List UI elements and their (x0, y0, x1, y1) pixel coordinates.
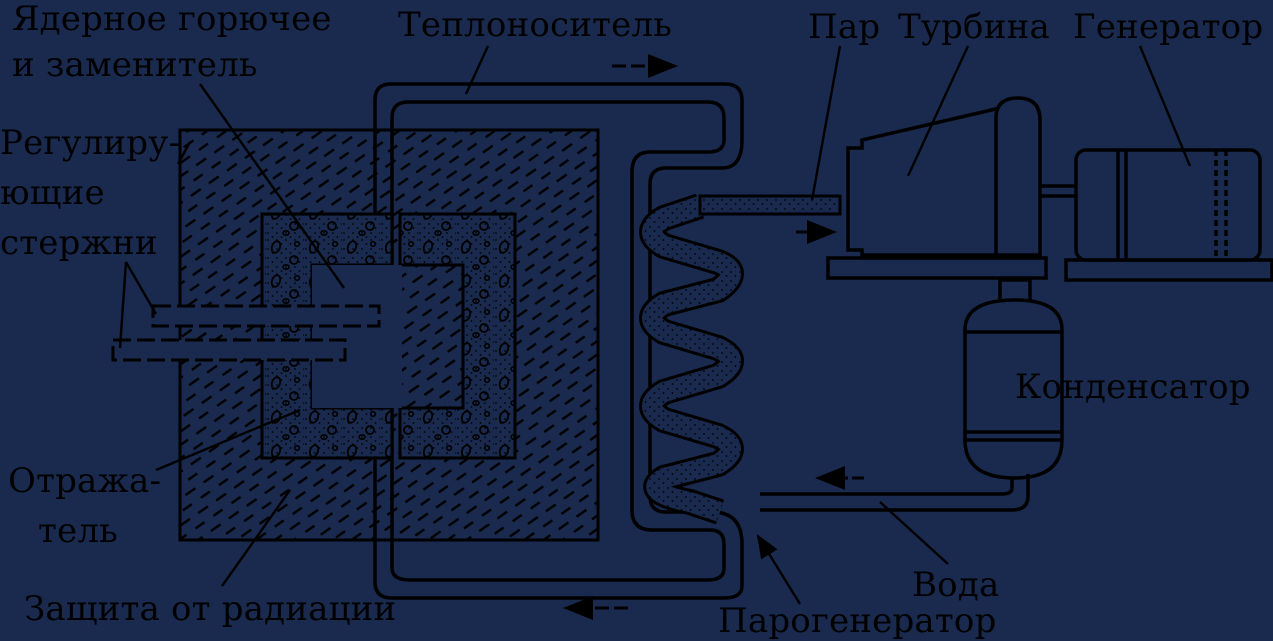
steam-generator-coil (639, 193, 842, 525)
reflector-label-line2: тель (38, 511, 118, 551)
generator-label: Генератор (1073, 7, 1264, 47)
condenser (963, 278, 1064, 480)
generator (1064, 148, 1273, 282)
steam-generator-label: Парогенератор (718, 601, 997, 641)
shielding-label: Защита от радиации (24, 589, 397, 629)
control-rods (111, 304, 381, 362)
coolant-label: Теплоноситель (398, 5, 673, 45)
leader-lines (118, 45, 1192, 605)
water-label: Вода (912, 565, 1000, 605)
turbine (826, 96, 1076, 280)
turbine-label: Турбина (898, 7, 1050, 47)
coolant-loop (373, 82, 744, 600)
reflector-label-line1: Отража- (8, 461, 162, 501)
rods-label-line2: ющие (0, 173, 105, 213)
rods-label-line1: Регулиру- (0, 123, 181, 163)
flow-arrows (563, 54, 864, 620)
water-return-pipe (760, 474, 1030, 512)
fuel-label-line1: Ядерное горючее (12, 0, 332, 39)
fuel-label-line2: и заменитель (12, 45, 258, 85)
condenser-label: Конденсатор (1015, 367, 1251, 407)
rods-label-line3: стержни (0, 223, 158, 263)
steam-label: Пар (808, 7, 881, 47)
fuel-core (260, 212, 517, 460)
